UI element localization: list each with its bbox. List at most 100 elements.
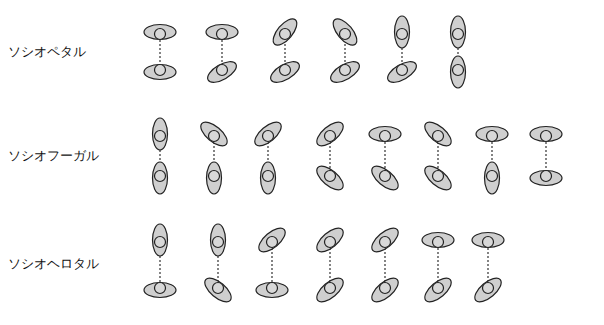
shoulder-ellipse	[201, 274, 235, 306]
shoulder-ellipse	[471, 274, 505, 306]
head-circle	[541, 131, 552, 142]
shoulder-ellipse	[261, 162, 276, 194]
head-circle	[541, 171, 552, 182]
person-symbol	[530, 127, 562, 142]
head-circle	[325, 131, 336, 142]
head-circle	[380, 171, 391, 182]
person-symbol	[207, 162, 222, 194]
head-circle	[380, 283, 391, 294]
shoulder-ellipse	[395, 16, 410, 48]
head-circle	[397, 29, 408, 40]
row-label: ソシオペタル	[8, 44, 86, 60]
person-pair	[530, 127, 562, 186]
person-pair	[313, 118, 347, 194]
head-circle	[340, 65, 351, 76]
person-pair	[153, 118, 168, 194]
person-pair	[368, 127, 402, 195]
head-circle	[155, 29, 166, 40]
shoulder-ellipse	[327, 58, 362, 87]
shoulder-ellipse	[422, 233, 454, 248]
head-circle	[155, 237, 166, 248]
row-label: ソシオヘロタル	[8, 256, 99, 272]
shoulder-ellipse	[485, 162, 500, 194]
head-circle	[155, 283, 166, 294]
person-symbol	[422, 233, 454, 248]
person-symbol	[368, 274, 402, 306]
shoulder-ellipse	[207, 162, 222, 194]
person-pair	[197, 118, 231, 194]
head-circle	[340, 29, 351, 40]
head-circle	[433, 171, 444, 182]
dotted-link	[271, 244, 272, 286]
person-symbol	[256, 283, 288, 298]
dotted-link	[329, 244, 330, 286]
shoulder-ellipse	[368, 274, 402, 306]
row-label: ソシオフーガル	[8, 148, 99, 164]
head-circle	[213, 237, 224, 248]
shoulder-ellipse	[204, 58, 239, 87]
head-circle	[483, 237, 494, 248]
shoulder-ellipse	[267, 58, 302, 87]
shoulder-ellipse	[530, 127, 562, 142]
shoulder-ellipse	[451, 16, 466, 48]
person-symbol	[368, 162, 402, 194]
person-symbol	[197, 118, 231, 150]
person-symbol	[421, 274, 455, 306]
head-circle	[217, 29, 228, 40]
person-pair	[144, 224, 176, 298]
person-pair	[251, 118, 285, 194]
head-circle	[263, 131, 274, 142]
person-symbol	[395, 16, 410, 48]
shoulder-ellipse	[421, 162, 455, 194]
head-circle	[217, 65, 228, 76]
person-symbol	[530, 171, 562, 186]
shoulder-ellipse	[476, 127, 508, 142]
person-pair	[327, 15, 362, 87]
person-pair	[201, 224, 235, 306]
head-circle	[155, 65, 166, 76]
person-symbol	[206, 25, 238, 40]
head-circle	[155, 171, 166, 182]
person-symbol	[451, 16, 466, 48]
dotted-link	[159, 36, 160, 68]
person-symbol	[451, 56, 466, 88]
head-circle	[380, 131, 391, 142]
shoulder-ellipse	[472, 233, 504, 248]
shoulder-ellipse	[211, 224, 226, 256]
head-circle	[280, 65, 291, 76]
person-symbol	[313, 118, 347, 150]
person-pair	[384, 16, 419, 86]
shoulder-ellipse	[144, 65, 176, 80]
shoulder-ellipse	[255, 224, 289, 256]
shoulder-ellipse	[451, 56, 466, 88]
head-circle	[433, 237, 444, 248]
person-symbol	[313, 224, 347, 256]
shoulder-ellipse	[251, 118, 285, 150]
person-symbol	[327, 58, 362, 87]
person-pair	[476, 127, 508, 195]
person-symbol	[201, 274, 235, 306]
person-symbol	[153, 118, 168, 150]
head-circle	[267, 237, 278, 248]
head-circle	[433, 131, 444, 142]
head-circle	[453, 29, 464, 40]
person-symbol	[368, 224, 402, 256]
shoulder-ellipse	[269, 15, 301, 49]
shoulder-ellipse	[329, 15, 361, 49]
person-symbol	[269, 15, 301, 49]
person-pair	[204, 25, 239, 87]
person-symbol	[384, 58, 419, 87]
person-symbol	[421, 118, 455, 150]
shoulder-ellipse	[530, 171, 562, 186]
shoulder-ellipse	[144, 283, 176, 298]
shoulder-ellipse	[144, 25, 176, 40]
person-pair	[267, 15, 302, 87]
person-pair	[255, 224, 289, 298]
shoulder-ellipse	[313, 274, 347, 306]
person-pair	[451, 16, 466, 88]
person-symbol	[313, 162, 347, 194]
head-circle	[213, 283, 224, 294]
person-symbol	[267, 58, 302, 87]
shoulder-ellipse	[368, 162, 402, 194]
